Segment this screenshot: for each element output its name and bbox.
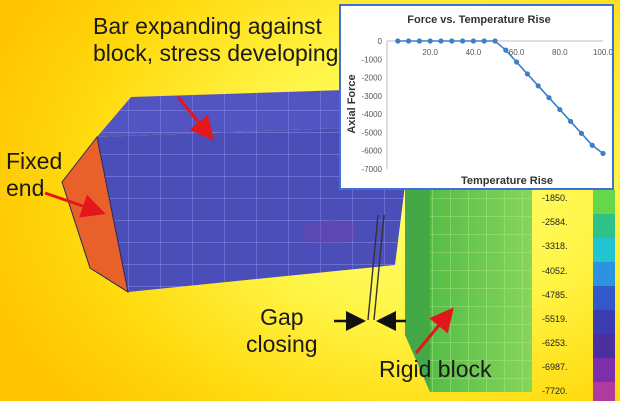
y-tick-label: -7000	[362, 165, 383, 174]
x-tick-label: 60.0	[509, 48, 525, 57]
force-chart-panel: Force vs. Temperature Rise Temperature R…	[339, 4, 614, 190]
legend-label-9: -7720.	[542, 386, 568, 396]
bar	[61, 90, 405, 294]
block-side-face	[405, 170, 430, 392]
legend-label-8: -6987.	[542, 362, 568, 372]
legend-swatch-5	[593, 286, 615, 310]
x-tick-label: 80.0	[552, 48, 568, 57]
legend-label-7: -6253.	[542, 338, 568, 348]
legend-label-6: -5519.	[542, 314, 568, 324]
legend-swatch-3	[593, 238, 615, 262]
data-point	[578, 130, 584, 136]
data-point	[600, 150, 606, 157]
x-tick-label: 100.0	[593, 48, 612, 57]
data-point	[438, 38, 444, 44]
data-point	[503, 47, 509, 53]
y-tick-label: -3000	[362, 92, 383, 101]
arrow-fixed-end	[44, 191, 106, 218]
y-tick-label: -6000	[362, 147, 383, 156]
gap-line-left	[367, 214, 379, 321]
series-line	[397, 40, 604, 155]
arrow-bar-expanding	[176, 96, 214, 141]
data-point	[395, 38, 401, 44]
legend-label-4: -4052.	[542, 266, 568, 276]
legend-swatch-2	[593, 214, 615, 238]
y-tick-label: 0	[378, 37, 383, 46]
bar-expanding-label: Bar expanding against block, stress deve…	[93, 13, 339, 66]
legend-swatch-9	[593, 382, 615, 401]
legend-label-5: -4785.	[542, 290, 568, 300]
data-point	[546, 95, 552, 101]
data-point	[524, 71, 530, 77]
fixed-end-label: Fixed end	[6, 148, 63, 201]
legend-swatch-6	[593, 310, 615, 334]
stress-legend: -1850. -2584. -3318. -4052. -4785. -5519…	[540, 190, 620, 401]
data-point	[557, 106, 563, 113]
x-tick-label: 20.0	[422, 48, 438, 57]
data-point	[568, 118, 574, 125]
y-tick-label: -4000	[362, 110, 383, 119]
x-tick-label: 40.0	[466, 48, 482, 57]
legend-swatch-8	[593, 358, 615, 382]
gap-closing-label: Gap closing	[246, 304, 318, 357]
legend-label-1: -1850.	[542, 193, 568, 203]
legend-swatch-1	[593, 190, 615, 214]
legend-swatch-4	[593, 262, 615, 286]
chart-y-axis-title: Axial Force	[346, 74, 358, 133]
gap-line-right	[373, 214, 385, 321]
legend-swatch-7	[593, 334, 615, 358]
force-chart: Force vs. Temperature Rise Temperature R…	[346, 14, 612, 187]
y-tick-label: -5000	[362, 128, 383, 137]
y-tick-label: -2000	[362, 74, 383, 83]
rigid-block-label: Rigid block	[379, 356, 492, 382]
data-point	[470, 38, 476, 44]
legend-label-2: -2584.	[542, 217, 568, 227]
y-tick-label: -1000	[362, 55, 383, 64]
legend-label-3: -3318.	[542, 241, 568, 251]
data-point	[589, 142, 595, 148]
data-point	[535, 83, 541, 89]
data-point	[449, 38, 455, 44]
data-point	[481, 38, 487, 44]
data-point	[416, 38, 422, 44]
data-point	[460, 38, 466, 44]
chart-x-axis-title: Temperature Rise	[461, 175, 553, 187]
arrow-rigid-block	[414, 307, 454, 354]
data-point	[406, 38, 412, 44]
data-point	[492, 38, 498, 44]
data-point	[514, 59, 520, 65]
data-point	[427, 38, 433, 44]
chart-title: Force vs. Temperature Rise	[407, 14, 550, 26]
